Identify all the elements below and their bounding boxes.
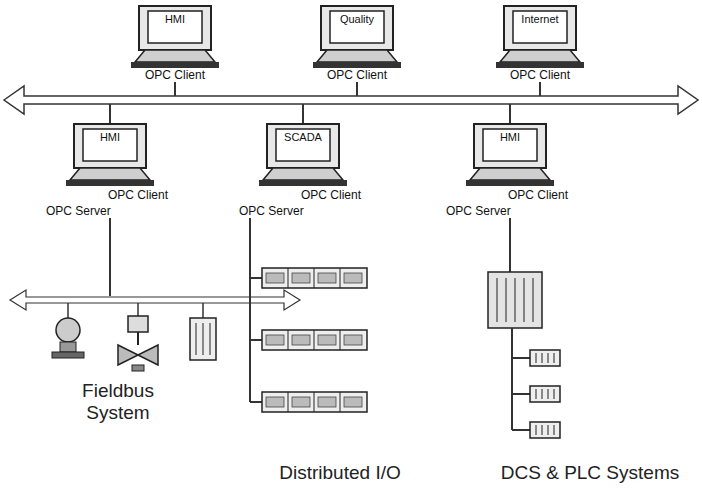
- opc-role: OPC Client: [510, 68, 570, 82]
- computer-node: HMI OPC ClientOPC Server: [40, 122, 210, 220]
- opc-role: OPC Server: [239, 204, 304, 218]
- computer-node: QualityOPC Client: [287, 4, 427, 84]
- opc-role: OPC Client: [301, 188, 361, 202]
- screen-label: HMI: [498, 131, 522, 143]
- valve-icon: [118, 316, 158, 371]
- group-label: Distributed I/O: [240, 462, 440, 484]
- transmitter-icon: [52, 318, 84, 358]
- opc-role: OPC Client: [327, 68, 387, 82]
- opc-role: OPC Server: [446, 204, 511, 218]
- group-label: DCS & PLC Systems: [485, 462, 695, 484]
- group-label: Fieldbus System: [58, 380, 178, 424]
- field-device-icon: [190, 318, 216, 360]
- opc-role: OPC Client: [108, 188, 168, 202]
- computer-node: HMI OPC Client: [105, 4, 245, 84]
- screen-label: HMI: [98, 131, 122, 143]
- dcs-cabinet: [488, 272, 542, 328]
- screen-label: Quality: [338, 13, 376, 25]
- screen-label: Internet: [519, 13, 560, 25]
- opc-role: OPC Server: [46, 204, 111, 218]
- screen-label: HMI: [163, 13, 187, 25]
- opc-role: OPC Client: [508, 188, 568, 202]
- computer-node: InternetOPC Client: [470, 4, 610, 84]
- screen-label: SCADA: [282, 131, 324, 143]
- computer-node: SCADA OPC ClientOPC Server: [233, 122, 403, 220]
- opc-role: OPC Client: [145, 68, 205, 82]
- computer-node: HMI OPC ClientOPC Server: [440, 122, 610, 220]
